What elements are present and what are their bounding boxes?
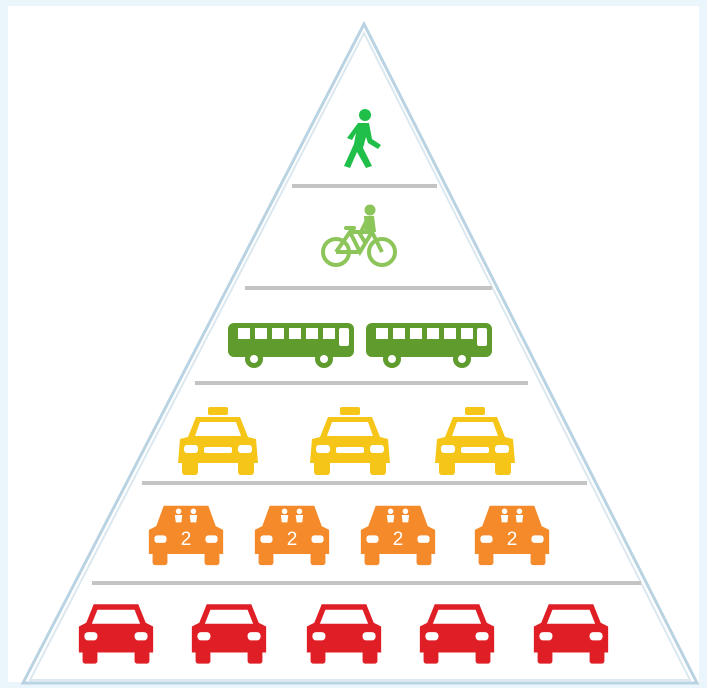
occupancy-label: 2 — [507, 529, 518, 550]
pyramid-outline-inner — [28, 30, 692, 681]
occupancy-label: 2 — [287, 529, 298, 550]
tier-icons: 2 2 2 2 — [78, 109, 609, 664]
occupancy-label: 2 — [393, 529, 404, 550]
occupancy-label: 2 — [181, 529, 192, 550]
tier-dividers — [92, 184, 641, 585]
